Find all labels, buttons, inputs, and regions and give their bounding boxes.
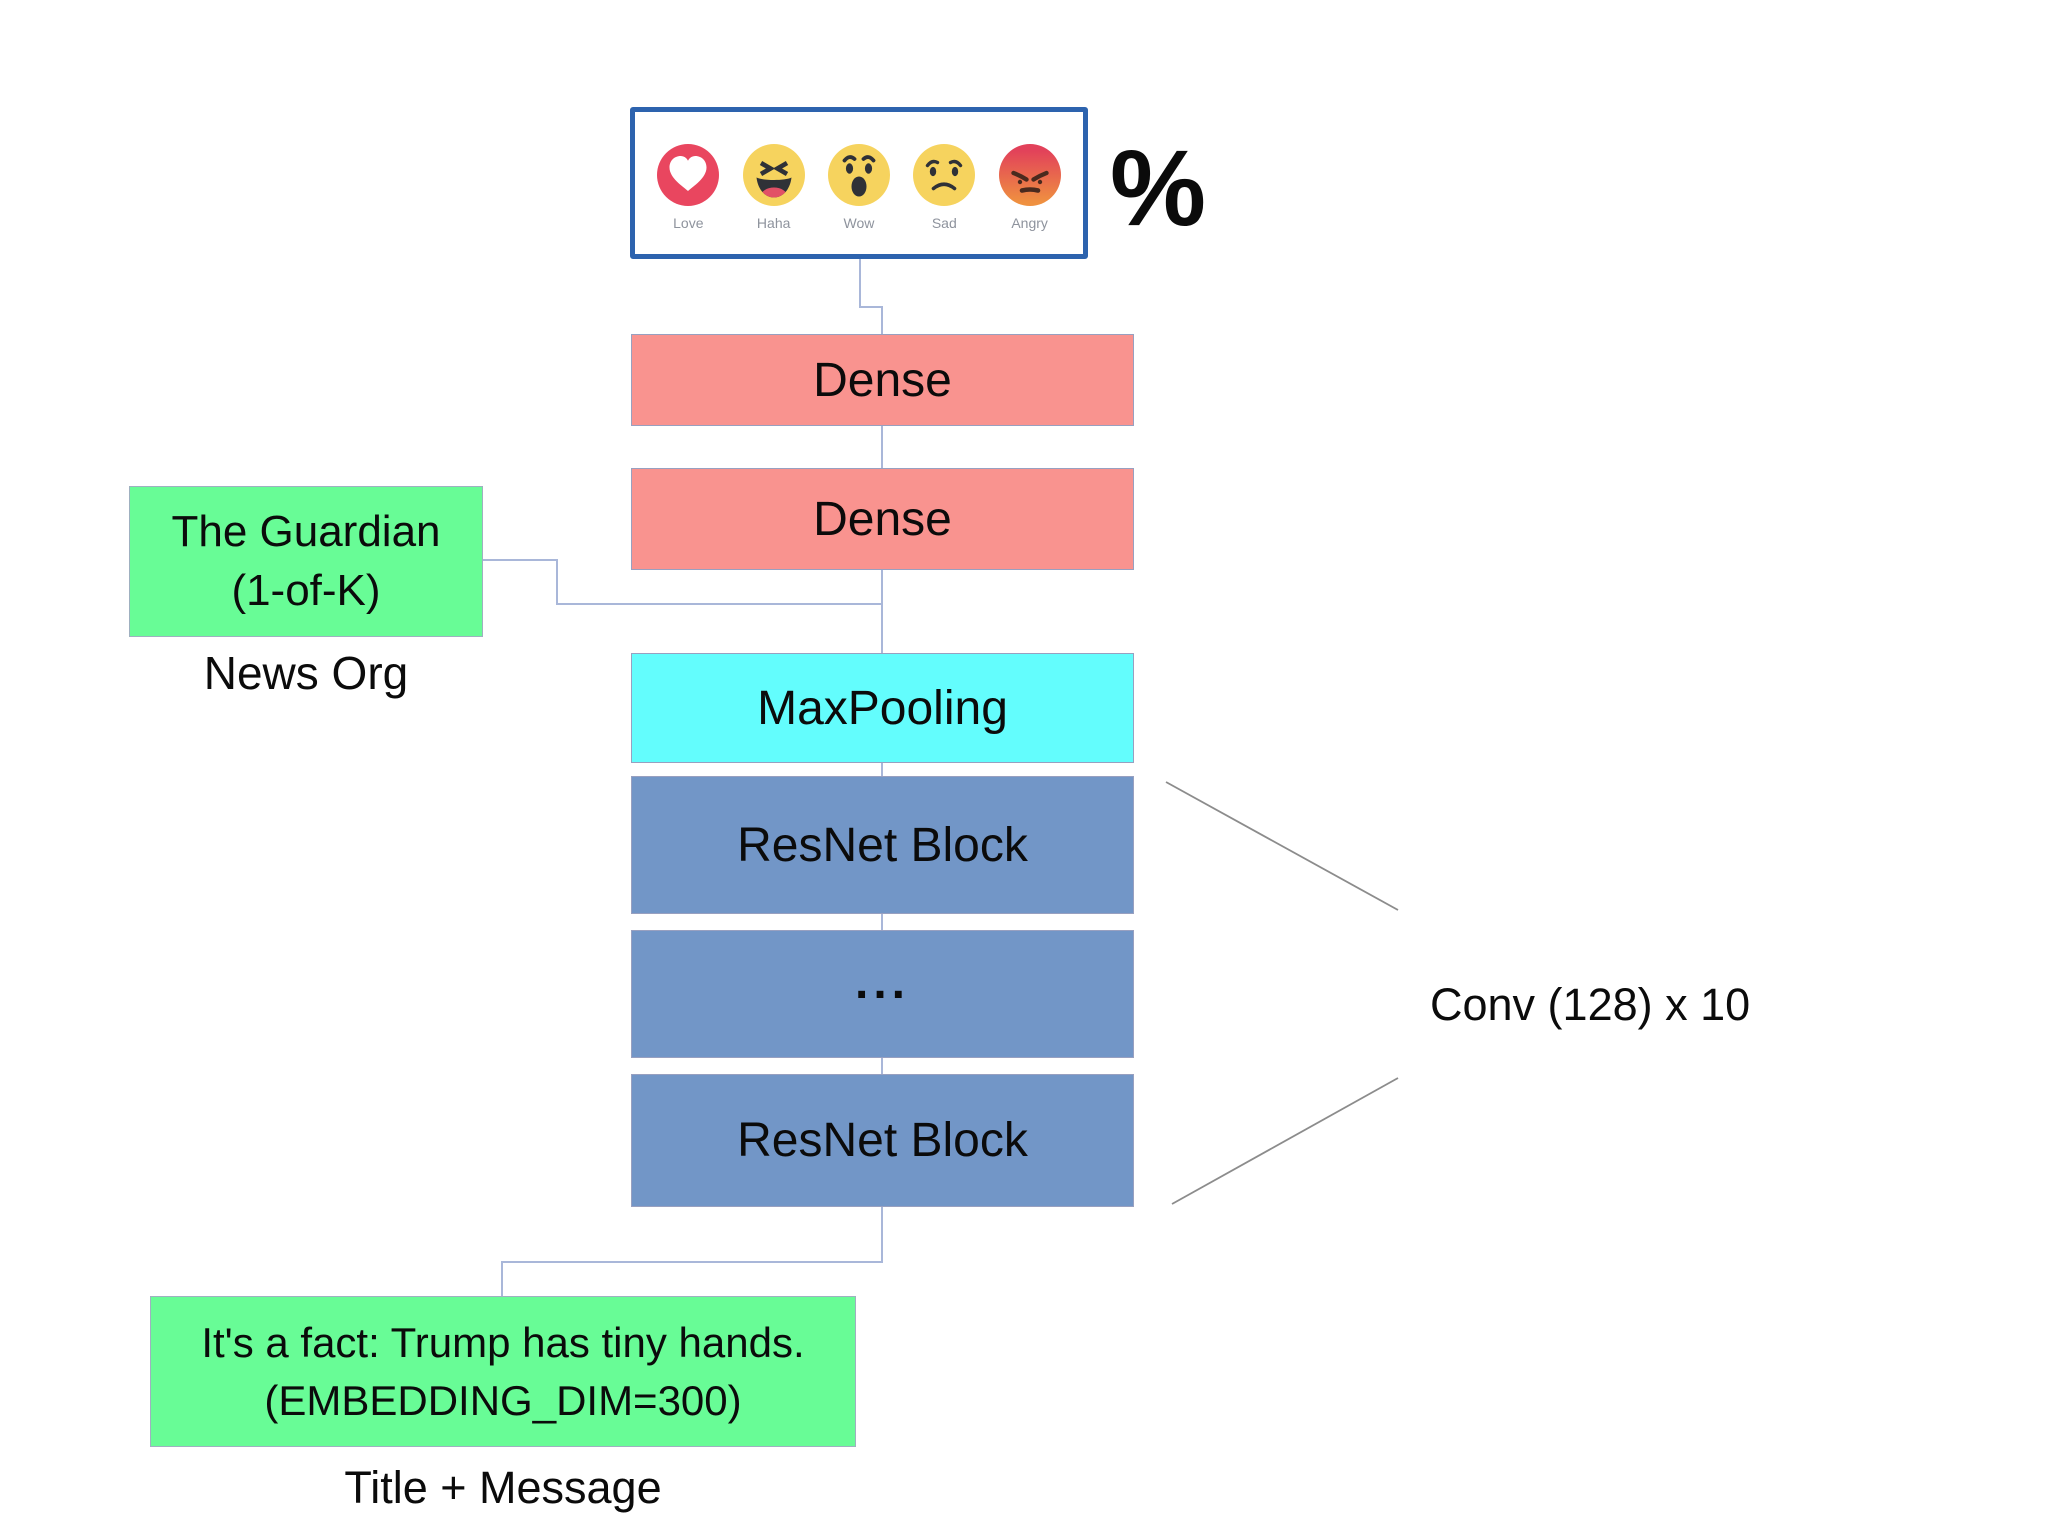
reaction-label: Love	[673, 215, 704, 231]
conv-annotation: Conv (128) x 10	[1430, 979, 1751, 1030]
layer-box-dense-2: Dense	[631, 468, 1134, 570]
connector-reactions-to-dense1	[859, 259, 883, 334]
conv-brace-line-bottom	[1171, 1077, 1399, 1205]
reaction-item-love: Love	[656, 143, 720, 230]
news-org-line1: The Guardian	[171, 506, 441, 556]
layer-box-ellipsis: ...	[631, 930, 1134, 1058]
sad-reaction-icon	[913, 144, 976, 206]
layer-label: ResNet Block	[737, 1114, 1028, 1167]
layer-box-dense-1: Dense	[631, 334, 1134, 426]
percent-label: %	[1110, 127, 1206, 248]
connector-resnet2-to-textinput	[501, 1207, 883, 1296]
reaction-item-angry: Angry	[998, 143, 1062, 230]
news-org-caption: News Org	[203, 647, 409, 699]
reaction-label: Haha	[756, 215, 791, 231]
love-reaction-icon	[657, 144, 720, 206]
title-message-caption: Title + Message	[344, 1462, 662, 1513]
reaction-item-sad: Sad	[912, 143, 976, 230]
reactions-panel: Love Haha	[630, 107, 1088, 259]
layer-label: Dense	[813, 492, 952, 546]
angry-reaction-icon	[998, 144, 1061, 206]
layer-label: MaxPooling	[757, 681, 1008, 735]
reaction-item-haha: Haha	[742, 143, 806, 230]
wow-reaction-icon	[827, 144, 890, 206]
layer-box-resnet-2: ResNet Block	[631, 1074, 1134, 1207]
reaction-label: Sad	[931, 215, 957, 231]
haha-reaction-icon	[742, 144, 805, 206]
text-input-box: It's a fact: Trump has tiny hands. (EMBE…	[150, 1296, 856, 1447]
text-input-line1: It's a fact: Trump has tiny hands.	[201, 1318, 805, 1366]
conv-brace-line-top	[1165, 781, 1399, 911]
layer-label: ResNet Block	[737, 818, 1028, 872]
layer-label: Dense	[813, 353, 952, 407]
layer-box-resnet-1: ResNet Block	[631, 776, 1134, 914]
news-org-line2: (1-of-K)	[231, 565, 381, 615]
layer-label: ...	[854, 955, 910, 1009]
text-input-line2: (EMBEDDING_DIM=300)	[264, 1376, 742, 1424]
news-org-input-box: The Guardian (1-of-K)	[129, 486, 483, 637]
reaction-item-wow: Wow	[827, 143, 891, 230]
layer-box-maxpooling: MaxPooling	[631, 653, 1134, 763]
reaction-label: Wow	[843, 215, 875, 231]
reaction-label: Angry	[1011, 215, 1048, 231]
